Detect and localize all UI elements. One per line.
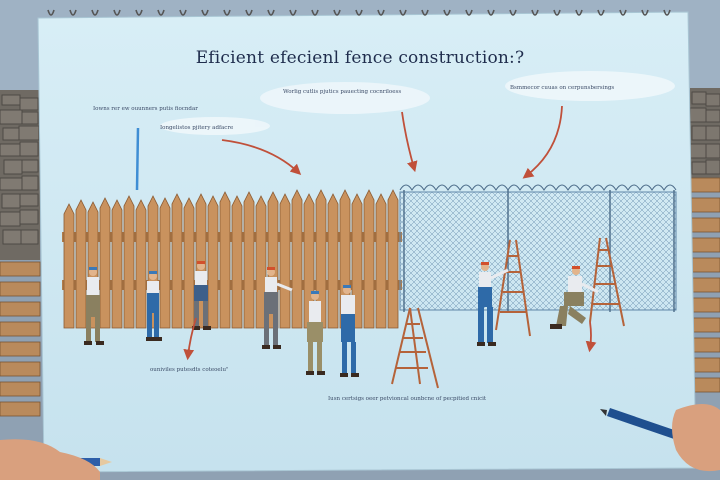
spiral-binding <box>47 9 671 16</box>
worker-figure <box>262 267 293 349</box>
worker-figure <box>146 271 162 341</box>
mesh-fence <box>399 184 677 312</box>
label-clouds <box>160 71 675 135</box>
annotation-label-bottom-center: Iusn certsigs oeer petvioncal ounbcne of… <box>328 396 487 402</box>
annotation-label-top-right: Bsmmecor cuuas on cerpunsbersings <box>510 85 615 91</box>
worker-figure <box>306 291 325 375</box>
ladder <box>391 307 439 389</box>
annotation-pointer <box>135 127 140 191</box>
worker-figure <box>340 285 359 377</box>
annotation-label-top-left-sub: Iongelistos pjitery adfacre <box>160 125 234 131</box>
worker-figure <box>84 267 104 345</box>
pencil-left <box>0 439 112 480</box>
annotation-label-bottom-left: ouniviles putesdts coteoelu" <box>150 367 229 373</box>
worker-figure <box>477 262 509 346</box>
annotation-arrows <box>183 105 597 361</box>
worker-figure <box>192 261 211 330</box>
ladder <box>495 239 531 337</box>
annotation-label-top-middle: Worlig cutlis pjutics pauecting cocnrilo… <box>283 89 402 95</box>
pencil-right <box>600 404 720 472</box>
worker-figure <box>550 266 599 329</box>
ladder <box>589 237 625 327</box>
annotation-label-top-left: Iowns rer ew ouunners putis fiocndar <box>93 106 198 112</box>
page-title: Eficient efecienl fence construction:? <box>195 48 525 68</box>
